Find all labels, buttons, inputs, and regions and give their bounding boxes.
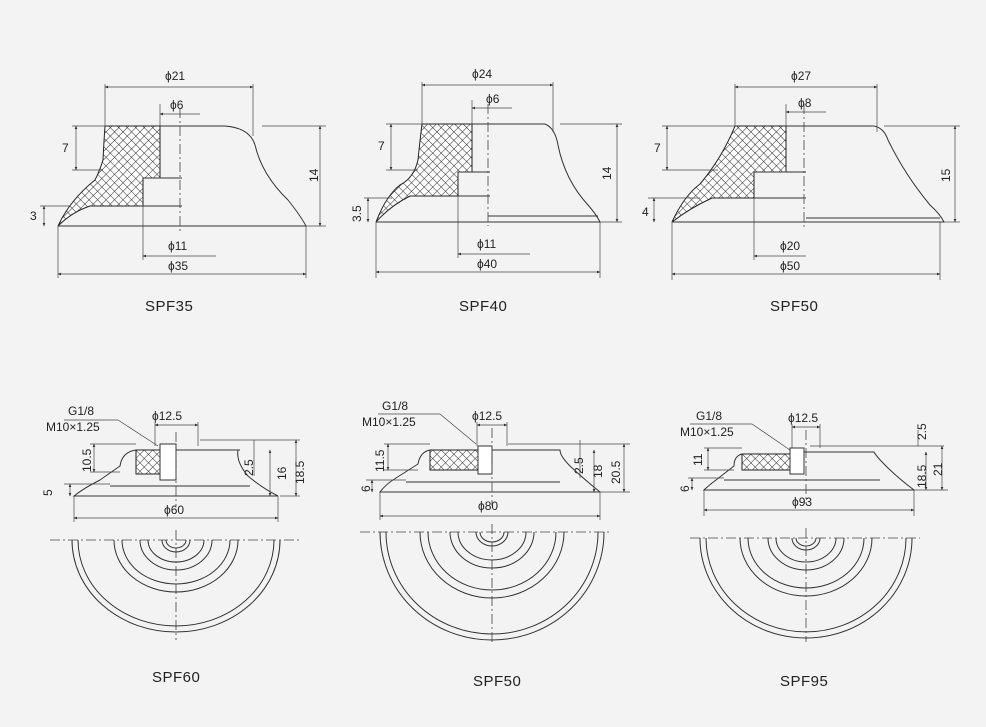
- h-left: 11: [691, 453, 705, 466]
- h-mid: 18.5: [915, 464, 929, 488]
- d-hole: ϕ8: [798, 96, 812, 110]
- h-left: 7: [654, 141, 661, 155]
- h-lip: 5: [41, 489, 55, 496]
- h-left: 7: [378, 139, 385, 153]
- h-inner: 2.5: [915, 423, 929, 440]
- d-base: ϕ11: [168, 239, 188, 253]
- d-top: ϕ21: [165, 69, 185, 83]
- caption: SPF50: [473, 673, 521, 690]
- d-top: ϕ12.5: [788, 411, 818, 425]
- d-total: ϕ50: [780, 259, 800, 273]
- d-total: ϕ40: [477, 257, 497, 271]
- caption: SPF60: [152, 669, 200, 686]
- thread1: G1/8: [696, 409, 722, 423]
- h-total: 20.5: [609, 460, 623, 484]
- h-right: 15: [939, 168, 953, 182]
- cup-spf50-bottom: G1/8 M10×1.25 ϕ12.5 11.5 6 2.5 18 20.5 ϕ…: [359, 399, 630, 690]
- h-inner: 2.5: [242, 459, 256, 476]
- h-right: 14: [600, 166, 614, 180]
- h-right: 14: [307, 168, 321, 182]
- d-total: ϕ35: [168, 259, 188, 273]
- h-lip: 3: [30, 209, 37, 223]
- h-inner: 2.5: [572, 457, 586, 474]
- thread2: M10×1.25: [362, 415, 416, 429]
- thread2: M10×1.25: [46, 420, 100, 434]
- h-mid: 16: [275, 466, 289, 480]
- h-lip: 6: [678, 485, 692, 492]
- caption: SPF95: [780, 673, 828, 690]
- d-top: ϕ12.5: [472, 409, 502, 423]
- d-total: ϕ60: [164, 503, 184, 517]
- h-lip: 6: [359, 485, 373, 492]
- caption: SPF50: [770, 298, 818, 315]
- d-hole: ϕ6: [170, 98, 184, 112]
- d-hole: ϕ6: [486, 92, 500, 106]
- cup-spf95: G1/8 M10×1.25 ϕ12.5 11 6 2.5 18.5 21 ϕ93: [678, 409, 948, 690]
- thread1: G1/8: [382, 399, 408, 413]
- h-total: 21: [931, 462, 945, 476]
- caption: SPF35: [145, 298, 193, 315]
- h-total: 18.5: [293, 460, 307, 484]
- d-top: ϕ12.5: [152, 409, 182, 423]
- h-mid: 18: [591, 464, 605, 478]
- cup-spf40: ϕ24 ϕ6 7 3.5 14 ϕ11 ϕ40 SPF40: [350, 67, 622, 315]
- d-base: ϕ20: [780, 239, 800, 253]
- cup-spf50-top: ϕ27 ϕ8 7 4 15 ϕ20 ϕ50 SPF50: [642, 69, 960, 315]
- thread1: G1/8: [68, 404, 94, 418]
- cup-spf60: G1/8 M10×1.25 ϕ12.5 10.5 5 2.5 16 18.5 ϕ…: [41, 404, 307, 686]
- d-total: ϕ80: [478, 499, 498, 513]
- h-left: 7: [62, 141, 69, 155]
- h-left: 10.5: [80, 448, 94, 472]
- d-base: ϕ11: [477, 237, 497, 251]
- h-left: 11.5: [373, 449, 387, 472]
- d-total: ϕ93: [792, 495, 812, 509]
- caption: SPF40: [459, 298, 507, 315]
- d-top: ϕ24: [472, 67, 492, 81]
- h-lip: 4: [642, 205, 649, 219]
- cup-spf35: ϕ21 ϕ6 7 3 14 ϕ11 ϕ35 SPF35: [30, 69, 326, 315]
- thread2: M10×1.25: [680, 425, 734, 439]
- h-lip: 3.5: [350, 205, 364, 222]
- d-top: ϕ27: [791, 69, 811, 83]
